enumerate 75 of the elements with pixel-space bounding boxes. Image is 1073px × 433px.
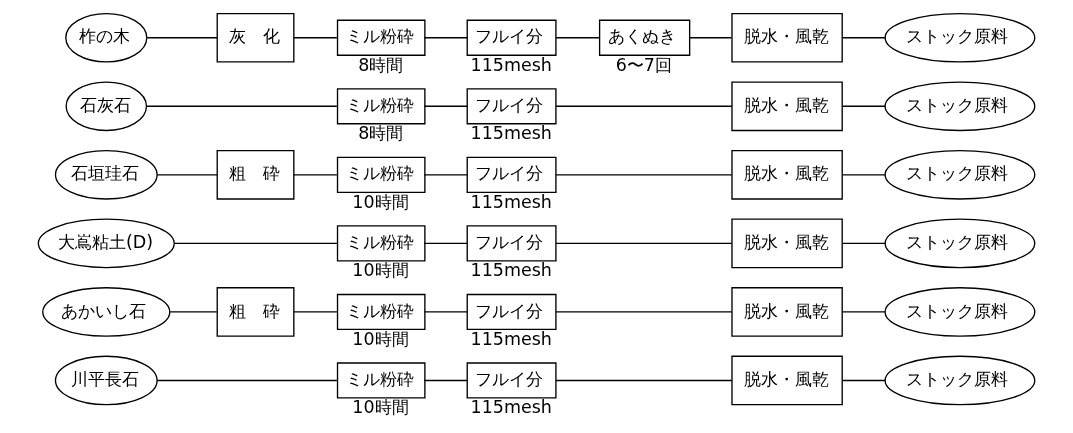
connector <box>555 37 600 39</box>
node-ellipse: ストック原料 <box>884 149 1036 200</box>
connector <box>293 311 338 313</box>
node-box: 粗 砕 <box>216 149 295 200</box>
node-label: 6〜7回 <box>615 54 672 75</box>
connector <box>688 37 733 39</box>
node-box: 粗 砕 <box>216 287 295 337</box>
node-label: 8時間 <box>358 54 404 75</box>
connector <box>423 242 468 245</box>
node-box: フルイ分 <box>466 293 557 331</box>
node-ellipse: ストック原料 <box>884 81 1036 132</box>
node-box: 脱水・風乾 <box>731 218 843 269</box>
connector <box>156 379 338 382</box>
connector <box>169 311 218 313</box>
node-box: 灰 化 <box>216 12 295 63</box>
connector <box>555 379 733 382</box>
node-box: フルイ分 <box>466 225 557 262</box>
node-box: 脱水・風乾 <box>731 355 843 406</box>
connector <box>841 174 886 176</box>
node-box: 脱水・風乾 <box>731 81 843 132</box>
node-box: ミル粉砕 <box>336 88 426 125</box>
node-box: フルイ分 <box>466 19 557 56</box>
node-ellipse: ストック原料 <box>884 12 1036 63</box>
node-ellipse: 石垣珪石 <box>54 149 158 200</box>
node-label: 10時間 <box>352 397 409 418</box>
node-box: ミル粉砕 <box>336 156 426 193</box>
node-box: ミル粉砕 <box>336 293 426 331</box>
connector <box>423 379 468 382</box>
node-label: 10時間 <box>352 260 409 281</box>
connector <box>841 37 886 39</box>
connector <box>841 311 886 313</box>
node-ellipse: 大嶌粘土(D) <box>37 218 175 269</box>
node-box: 脱水・風乾 <box>731 149 843 200</box>
node-box: あくぬき <box>598 19 691 56</box>
node-box: ミル粉砕 <box>336 362 426 399</box>
connector <box>555 105 733 107</box>
connector <box>146 37 218 39</box>
connector <box>423 311 468 313</box>
connector <box>841 105 886 107</box>
node-label: 115mesh <box>470 123 552 144</box>
node-ellipse: ストック原料 <box>884 218 1036 269</box>
connector <box>293 174 338 176</box>
connector <box>555 174 733 176</box>
node-label: 8時間 <box>358 123 404 144</box>
connector <box>173 242 338 245</box>
node-ellipse: 石灰石 <box>65 81 148 132</box>
node-box: 脱水・風乾 <box>731 287 843 337</box>
node-ellipse: ストック原料 <box>884 355 1036 406</box>
node-box: ミル粉砕 <box>336 225 426 262</box>
connector <box>145 105 338 107</box>
node-label: 10時間 <box>352 191 409 212</box>
connector <box>293 37 338 39</box>
node-label: 115mesh <box>470 191 552 212</box>
connector <box>423 105 468 107</box>
connector <box>423 37 468 39</box>
node-label: 115mesh <box>470 54 552 75</box>
connector <box>555 242 733 245</box>
node-box: 脱水・風乾 <box>731 12 843 63</box>
connector <box>555 311 733 313</box>
node-box: フルイ分 <box>466 88 557 125</box>
node-label: 115mesh <box>470 260 552 281</box>
node-ellipse: ストック原料 <box>884 287 1036 337</box>
connector <box>156 174 218 176</box>
node-label: 10時間 <box>352 328 409 349</box>
node-ellipse: 柞の木 <box>65 12 148 63</box>
node-label: 115mesh <box>470 397 552 418</box>
connector <box>423 174 468 176</box>
node-label: 115mesh <box>470 328 552 349</box>
node-box: フルイ分 <box>466 156 557 193</box>
connector <box>841 379 886 382</box>
node-ellipse: 川平長石 <box>54 355 158 406</box>
node-ellipse: あかいし石 <box>42 287 171 337</box>
node-box: フルイ分 <box>466 362 557 399</box>
connector <box>841 242 886 245</box>
node-box: ミル粉砕 <box>336 19 426 56</box>
